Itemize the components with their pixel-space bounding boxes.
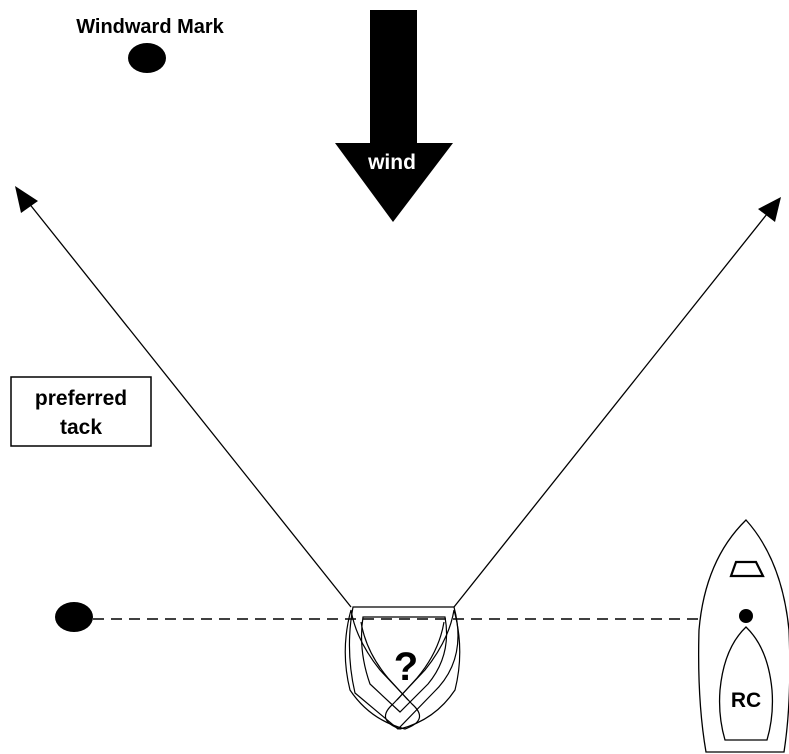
windward-mark-buoy <box>128 43 166 73</box>
question-mark: ? <box>394 645 418 689</box>
boats-overlap <box>344 606 461 730</box>
wind-label: wind <box>367 151 416 174</box>
pin-end-buoy <box>55 602 93 632</box>
left-tack-line <box>15 186 352 608</box>
right-tack-line <box>453 197 781 608</box>
preferred-tack-label-line2: tack <box>60 416 102 439</box>
preferred-tack-label-line1: preferred <box>35 387 127 410</box>
committee-boat-hatch <box>729 560 765 578</box>
committee-boat: RC <box>697 519 789 753</box>
preferred-tack-box: preferred tack <box>10 376 152 447</box>
right-tack-arrowhead <box>758 197 781 222</box>
committee-boat-mast <box>739 609 753 623</box>
committee-boat-label: RC <box>731 689 761 712</box>
windward-mark-label: Windward Mark <box>76 16 224 38</box>
wind-arrow: wind <box>335 10 453 222</box>
left-tack-arrowhead <box>15 186 38 213</box>
